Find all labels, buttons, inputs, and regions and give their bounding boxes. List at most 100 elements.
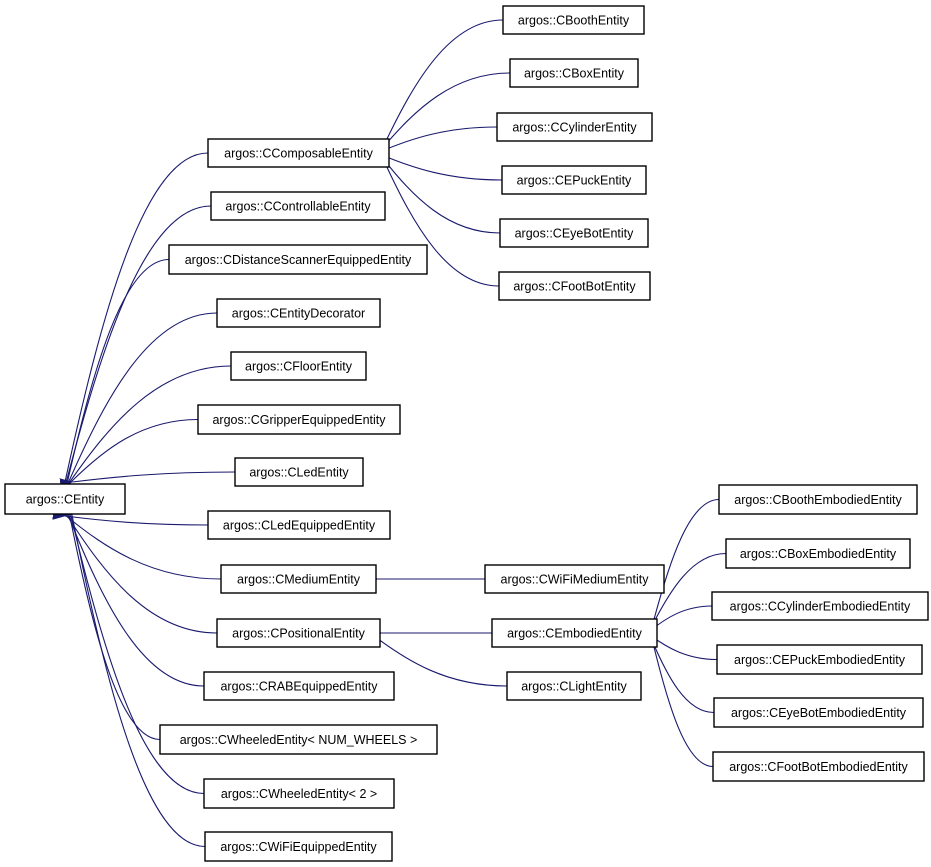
class-node-cwifimedium[interactable]: argos::CWiFiMediumEntity xyxy=(484,564,665,594)
class-node-cfootbot[interactable]: argos::CFootBotEntity xyxy=(498,271,651,301)
class-node-cwifiequipped[interactable]: argos::CWiFiEquippedEntity xyxy=(204,831,393,862)
class-node-box xyxy=(207,138,390,168)
inheritance-arrow xyxy=(67,258,170,483)
class-node-box xyxy=(712,751,925,782)
class-node-cwheeledn[interactable]: argos::CWheeledEntity< NUM_WHEELS > xyxy=(159,724,438,755)
class-node-box xyxy=(509,58,639,88)
inheritance-arrow xyxy=(65,516,209,526)
class-node-cembodied[interactable]: argos::CEmbodiedEntity xyxy=(491,618,658,648)
class-node-box xyxy=(498,271,651,301)
class-node-ccontrollable[interactable]: argos::CControllableEntity xyxy=(210,191,386,221)
class-node-box xyxy=(499,218,649,248)
class-node-box xyxy=(713,697,924,728)
class-node-label: argos::CMediumEntity xyxy=(237,573,361,587)
class-node-label: argos::CEntity xyxy=(26,493,105,507)
class-node-cepuckemb[interactable]: argos::CEPuckEmbodiedEntity xyxy=(716,644,923,675)
class-node-box xyxy=(484,564,665,594)
class-node-label: argos::CRABEquippedEntity xyxy=(220,680,378,694)
class-node-label: argos::CEntityDecorator xyxy=(232,307,365,321)
class-node-box xyxy=(220,564,377,594)
class-node-label: argos::CFloorEntity xyxy=(245,360,353,374)
inheritance-edge-clight-to-cpositional xyxy=(373,635,508,687)
class-node-cgripper[interactable]: argos::CGripperEquippedEntity xyxy=(197,404,401,435)
inheritance-arrow xyxy=(650,635,718,661)
class-node-label: argos::CEyeBotEmbodiedEntity xyxy=(731,706,907,720)
class-node-box xyxy=(210,191,386,221)
inheritance-edge-cledequipped-to-centity xyxy=(65,516,209,526)
class-node-centity[interactable]: argos::CEntity xyxy=(4,483,126,515)
class-node-cledequipped[interactable]: argos::CLedEquippedEntity xyxy=(207,510,391,540)
class-node-box xyxy=(159,724,438,755)
class-node-ccomposable[interactable]: argos::CComposableEntity xyxy=(207,138,390,168)
inheritance-edge-cfootbot-to-ccomposable xyxy=(385,163,500,287)
class-node-cpositional[interactable]: argos::CPositionalEntity xyxy=(216,618,381,648)
inheritance-arrow xyxy=(385,19,504,143)
class-node-label: argos::CBoothEntity xyxy=(518,14,630,28)
inheritance-arrow xyxy=(382,155,503,181)
class-node-box xyxy=(502,5,645,35)
class-node-cled[interactable]: argos::CLedEntity xyxy=(234,457,364,487)
class-node-box xyxy=(204,831,393,862)
inheritance-edge-cgripper-to-centity xyxy=(71,418,199,483)
inheritance-arrow xyxy=(651,639,715,714)
class-node-cbox[interactable]: argos::CBoxEntity xyxy=(509,58,639,88)
class-node-crab[interactable]: argos::CRABEquippedEntity xyxy=(203,671,395,701)
class-node-cboothemb[interactable]: argos::CBoothEmbodiedEntity xyxy=(718,484,918,515)
class-node-label: argos::CPositionalEntity xyxy=(232,627,365,641)
inheritance-edge-cboxemb-to-cembodied xyxy=(651,552,727,628)
class-node-box xyxy=(496,112,653,142)
class-node-cboxemb[interactable]: argos::CBoxEmbodiedEntity xyxy=(725,538,911,569)
inheritance-edge-cfloor-to-centity xyxy=(70,365,232,482)
inheritance-edge-cwheeled2-to-centity xyxy=(71,516,205,795)
class-node-cmedium[interactable]: argos::CMediumEntity xyxy=(220,564,377,594)
inheritance-arrow xyxy=(651,552,727,628)
inheritance-arrow xyxy=(383,72,511,147)
class-node-box xyxy=(501,165,647,195)
inheritance-arrow xyxy=(385,163,500,287)
class-node-label: argos::CWheeledEntity< NUM_WHEELS > xyxy=(180,733,418,747)
class-node-box xyxy=(725,538,911,569)
class-node-box xyxy=(711,591,929,621)
inheritance-arrow xyxy=(69,312,218,482)
inheritance-edge-cepuck-to-ccomposable xyxy=(382,155,503,181)
class-node-box xyxy=(234,457,364,487)
inheritance-arrow xyxy=(653,643,714,768)
class-node-label: argos::CFootBotEmbodiedEntity xyxy=(729,760,908,774)
edges-layer xyxy=(65,19,727,848)
class-node-label: argos::CBoxEntity xyxy=(524,67,625,81)
class-node-box xyxy=(230,351,367,381)
class-node-label: argos::CWiFiMediumEntity xyxy=(501,573,650,587)
inheritance-arrow xyxy=(71,418,199,483)
class-node-cwheeled2[interactable]: argos::CWheeledEntity< 2 > xyxy=(203,778,395,809)
inheritance-arrow xyxy=(72,471,236,482)
class-node-cdecorator[interactable]: argos::CEntityDecorator xyxy=(216,298,381,328)
inheritance-edge-cbox-to-ccomposable xyxy=(383,72,511,147)
class-node-box xyxy=(506,671,642,701)
class-node-box xyxy=(4,483,126,515)
class-node-cfootbotemb[interactable]: argos::CFootBotEmbodiedEntity xyxy=(712,751,925,782)
class-node-label: argos::CFootBotEntity xyxy=(513,280,636,294)
class-node-label: argos::CGripperEquippedEntity xyxy=(212,413,386,427)
inheritance-edge-cdecorator-to-centity xyxy=(69,312,218,482)
class-node-label: argos::CBoxEmbodiedEntity xyxy=(740,547,897,561)
class-node-cbooth[interactable]: argos::CBoothEntity xyxy=(502,5,645,35)
class-node-cepuck[interactable]: argos::CEPuckEntity xyxy=(501,165,647,195)
inheritance-edge-cepuckemb-to-cembodied xyxy=(650,635,718,661)
inheritance-edge-cled-to-centity xyxy=(72,471,236,482)
inheritance-edge-cwifiequipped-to-centity xyxy=(72,516,206,848)
inheritance-edge-ccomposable-to-centity xyxy=(65,152,209,482)
inheritance-arrow xyxy=(70,516,161,741)
inheritance-edge-crab-to-centity xyxy=(69,516,205,687)
class-node-ceyebot[interactable]: argos::CEyeBotEntity xyxy=(499,218,649,248)
class-node-clight[interactable]: argos::CLightEntity xyxy=(506,671,642,701)
class-node-ccylinderemb[interactable]: argos::CCylinderEmbodiedEntity xyxy=(711,591,929,621)
class-node-label: argos::CWheeledEntity< 2 > xyxy=(221,787,377,801)
class-node-label: argos::CDistanceScannerEquippedEntity xyxy=(185,253,412,267)
class-node-cdistscanner[interactable]: argos::CDistanceScannerEquippedEntity xyxy=(168,244,428,275)
class-node-ccylinder[interactable]: argos::CCylinderEntity xyxy=(496,112,653,142)
inheritance-edge-ccylinder-to-ccomposable xyxy=(382,126,498,151)
class-node-label: argos::CComposableEntity xyxy=(224,147,373,161)
class-node-ceyebotemb[interactable]: argos::CEyeBotEmbodiedEntity xyxy=(713,697,924,728)
class-node-label: argos::CLightEntity xyxy=(521,680,627,694)
class-node-cfloor[interactable]: argos::CFloorEntity xyxy=(230,351,367,381)
